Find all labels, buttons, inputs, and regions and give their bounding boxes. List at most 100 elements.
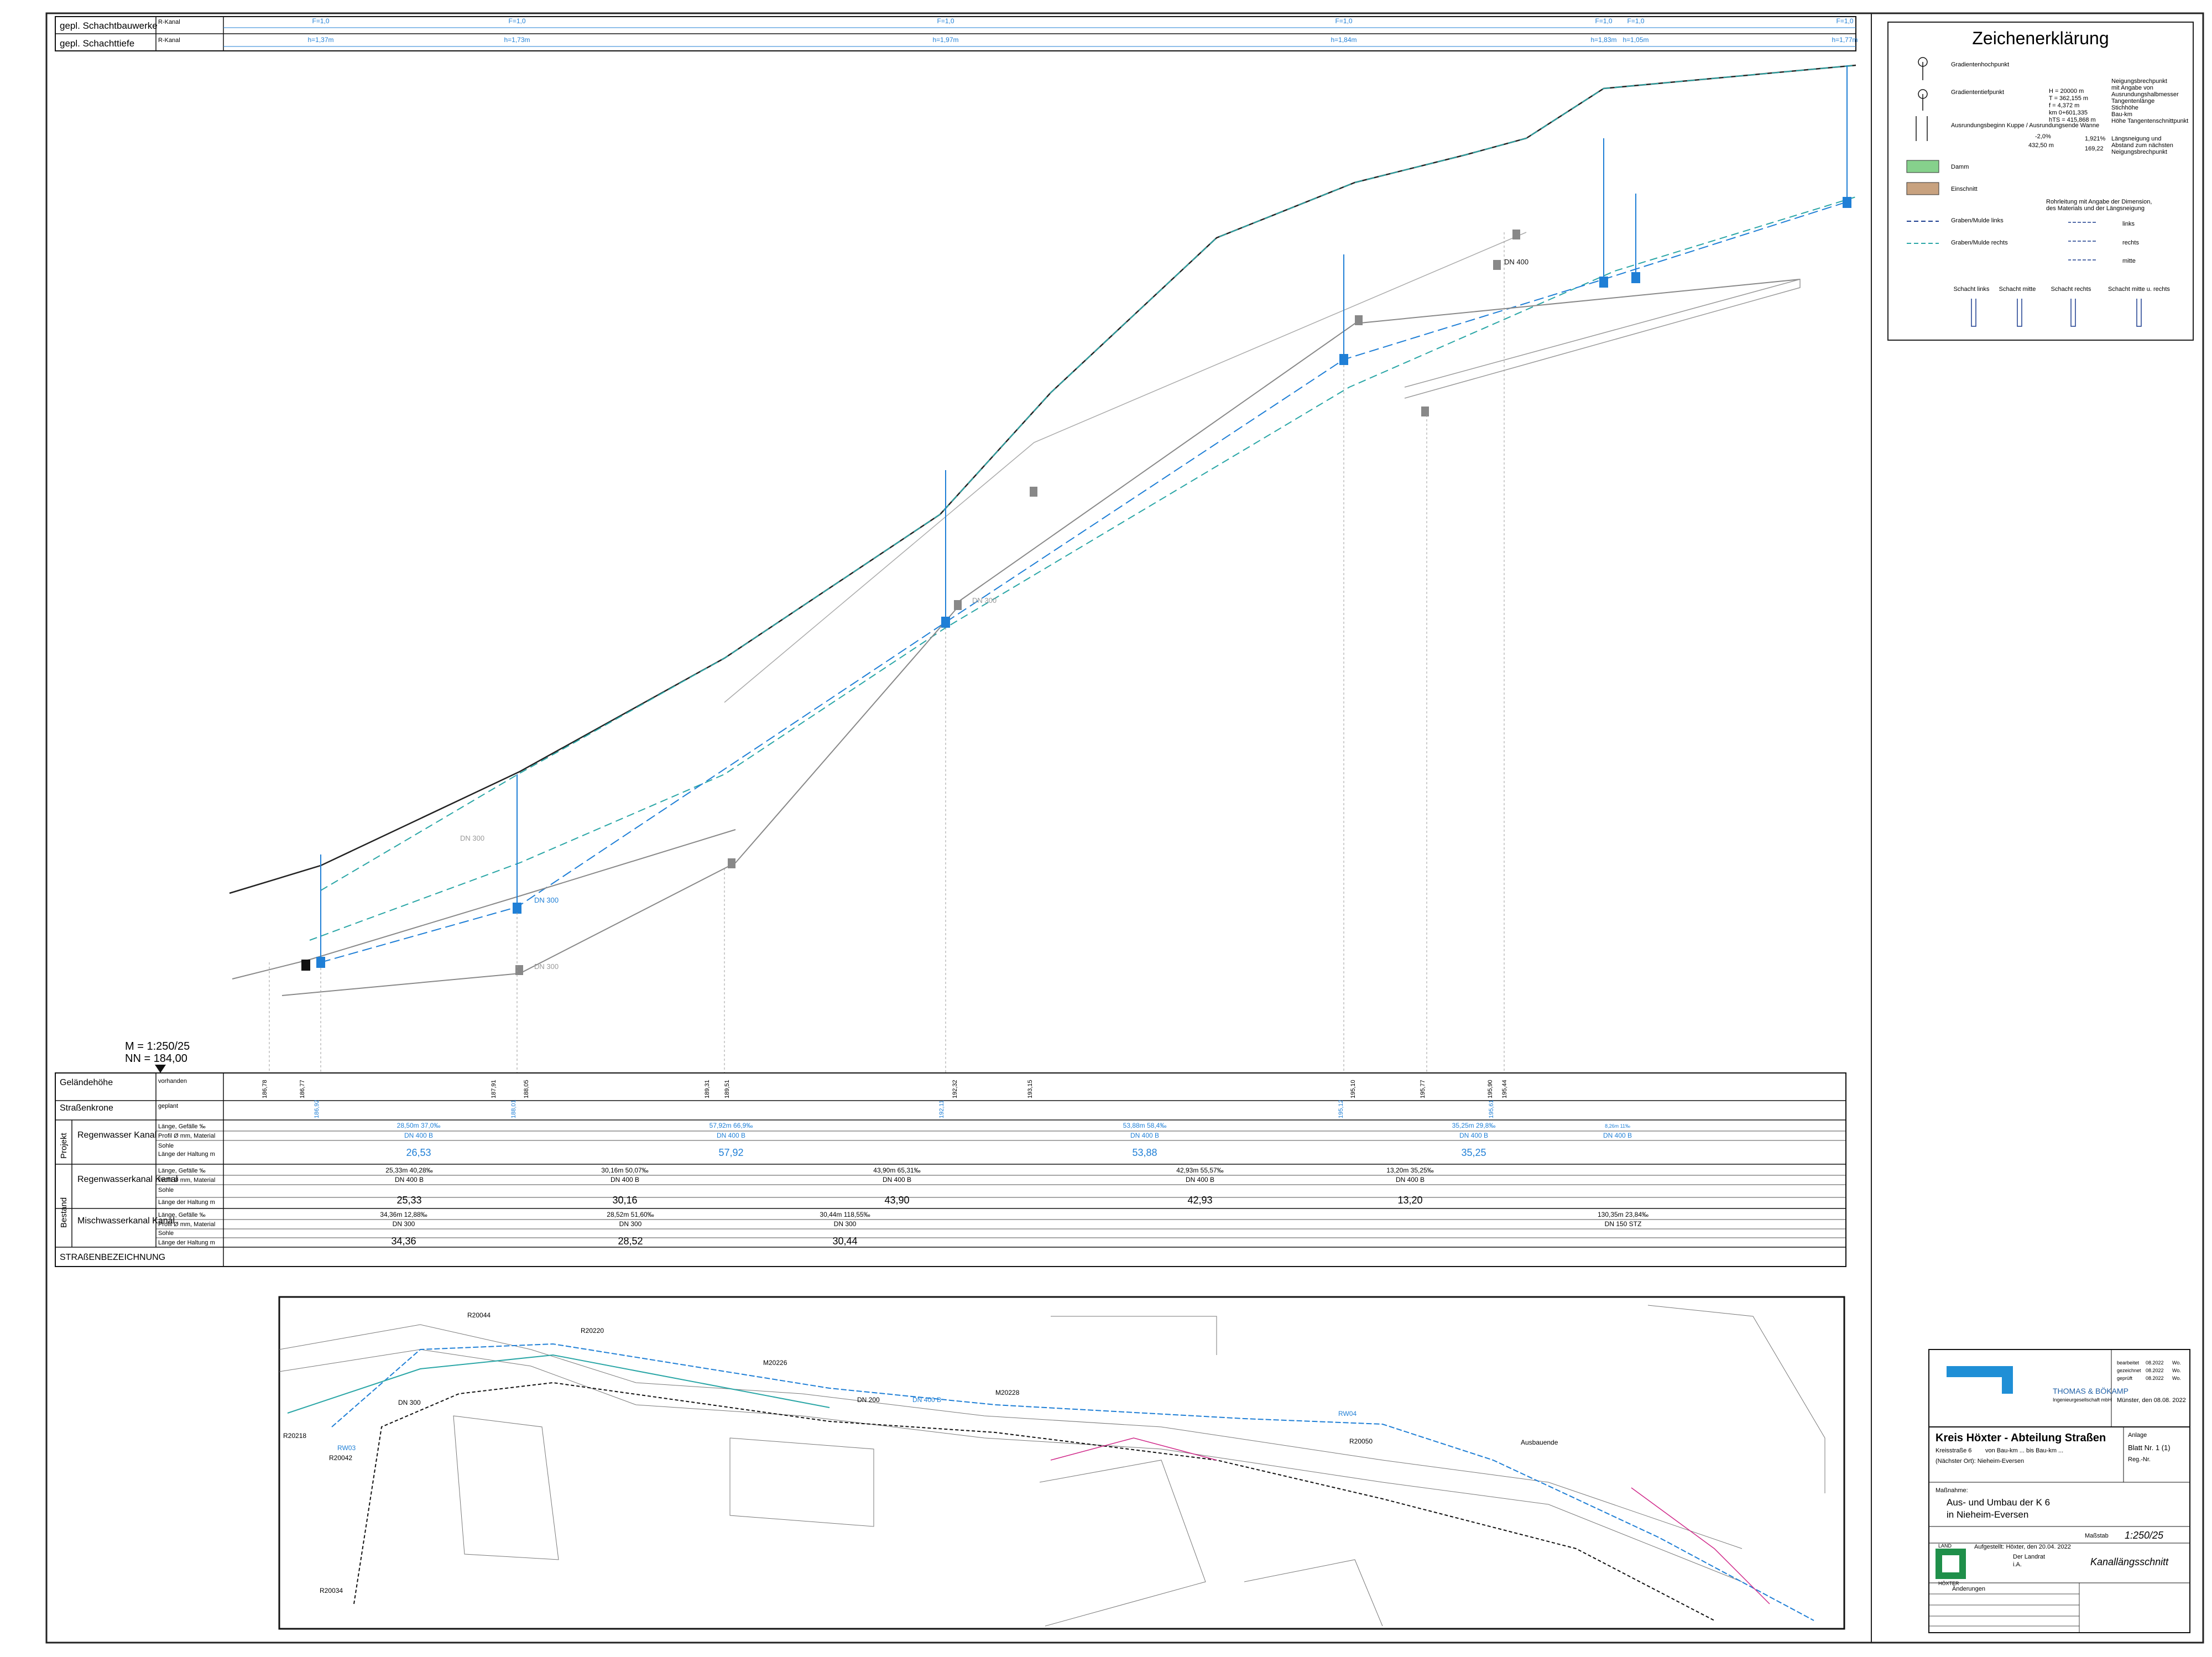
elevation-value: 195,10 <box>1350 1080 1357 1098</box>
longitudinal-table: Geländehöhe Straßenkrone Projekt Bestand… <box>55 1072 1846 1267</box>
sub-sohle: Sohle <box>158 1143 174 1149</box>
depth-value: h=1,05m <box>1623 36 1648 44</box>
legend-calc: hTS = 415,868 m <box>2049 117 2096 123</box>
legend-slope-val: 432,50 m <box>2028 142 2054 149</box>
shaft-header-table: gepl. Schachtbauwerke gepl. Schachttiefe… <box>55 16 1858 51</box>
elevation-value: 189,31 <box>704 1080 711 1098</box>
legend-item: Gradiententiefpunkt <box>1951 89 2004 96</box>
legend-right: Bau-km <box>2111 111 2132 118</box>
landrat: Der Landrat <box>2013 1554 2045 1560</box>
profile-section: DN 300 DN 300 DN 300 DN 300 DN 400 <box>229 64 1856 1073</box>
site-plan-map: R20044 R20220 M20226 M20228 R20218 R2004… <box>278 1296 1845 1630</box>
road-value: 195,12 <box>1338 1100 1344 1118</box>
depth-value: h=1,37m <box>307 36 333 44</box>
rw-haltung: 57,92 <box>718 1147 743 1158</box>
legend-pipe-side: mitte <box>2122 258 2136 264</box>
elevation-value: 195,77 <box>1420 1080 1426 1098</box>
date-label: geprüft <box>2117 1375 2133 1381</box>
sub-vorhanden: vorhanden <box>158 1078 187 1085</box>
legend-slope-val: 169,22 <box>2085 145 2104 152</box>
mk-laenge: 28,52m 51,60‰ <box>607 1211 654 1218</box>
rw-laenge: 8,26m 11‰ <box>1605 1123 1630 1129</box>
depth-value: h=1,83m <box>1590 36 1616 44</box>
mk-laenge: 34,36m 12,88‰ <box>380 1211 427 1218</box>
legend-shaft: Schacht mitte u. rechts <box>2108 286 2170 293</box>
elevation-value: 192,32 <box>952 1080 958 1098</box>
legend-pipe-title: des Materials und der Längsneigung <box>2046 205 2145 212</box>
rw-laenge: 35,25m 29,8‰ <box>1452 1122 1496 1129</box>
initials: Wo. <box>2172 1375 2181 1381</box>
row-strasse: Straßenkrone <box>60 1103 113 1113</box>
sub-geplant: geplant <box>158 1103 178 1109</box>
legend-item: Graben/Mulde links <box>1951 217 2004 224</box>
rw-profil: DN 400 B <box>1130 1132 1159 1139</box>
existing-pipe-4 <box>1404 279 1801 399</box>
map-label: DN 200 <box>857 1396 880 1404</box>
rw-haltung: 35,25 <box>1461 1147 1486 1158</box>
scale-text: M = 1:250/25 <box>125 1040 190 1052</box>
rw-laenge: 57,92m 66,9‰ <box>709 1122 753 1129</box>
map-label: M20226 <box>763 1359 787 1367</box>
rk-profil: DN 400 B <box>395 1176 424 1184</box>
initials: Wo. <box>2172 1360 2181 1366</box>
project-title: Aus- und Umbau der K 6 <box>1947 1497 2050 1508</box>
map-label: M20228 <box>995 1389 1020 1397</box>
date-label: bearbeitet <box>2117 1360 2140 1366</box>
signature-date: Münster, den 08.08. 2022 <box>2117 1397 2186 1404</box>
sub-profil: Profil Ø mm, Material <box>158 1221 215 1228</box>
map-label: R20044 <box>467 1311 491 1319</box>
shaft-value: F=1,0 <box>1595 17 1612 25</box>
legend-slope-val: 1,921% <box>2085 136 2106 142</box>
sub-haltung: Länge der Haltung m <box>158 1151 215 1158</box>
map-label: RW03 <box>337 1444 356 1452</box>
depth-value: h=1,97m <box>932 36 958 44</box>
legend-right: Höhe Tangentenschnittpunkt <box>2111 118 2188 124</box>
existing-pipe-5 <box>724 232 1527 703</box>
rk-laenge: 30,16m 50,07‰ <box>601 1166 648 1174</box>
road-value: 186,92 <box>314 1100 320 1118</box>
shaft-value: F=1,0 <box>1836 17 1853 25</box>
massnahme-label: Maßnahme: <box>1936 1487 1968 1494</box>
map-label: R20042 <box>329 1454 352 1462</box>
legend-calc: H = 20000 m <box>2049 88 2084 95</box>
firm-name: THOMAS & BÖKAMP <box>2053 1386 2128 1395</box>
header-sub-2: R-Kanal <box>158 37 180 44</box>
legend-item: Damm <box>1951 164 1969 170</box>
pipe-label: DN 300 <box>534 896 559 904</box>
row-strassenbez: STRAßENBEZEICHNUNG <box>60 1253 165 1262</box>
legend-calc: km 0+601,335 <box>2049 110 2088 116</box>
header-label-tiefe: gepl. Schachttiefe <box>60 38 134 49</box>
existing-pipe-2 <box>281 608 957 996</box>
plan-name: Kanallängsschnitt <box>2090 1556 2169 1567</box>
shaft-value: F=1,0 <box>1335 17 1352 25</box>
rk-laenge: 13,20m 35,25‰ <box>1386 1166 1433 1174</box>
rk-haltung: 13,20 <box>1397 1195 1422 1206</box>
date-value: 08.2022 <box>2146 1360 2164 1366</box>
massstab-label: Maßstab <box>2085 1533 2109 1539</box>
massstab-value: 1:250/25 <box>2125 1530 2164 1541</box>
existing-pipe-3 <box>956 279 1801 603</box>
elevation-value: 186,77 <box>299 1080 306 1098</box>
sub-profil: Profil Ø mm, Material <box>158 1133 215 1139</box>
rk-profil: DN 400 B <box>611 1176 639 1184</box>
legend-pipe-title: Rohrleitung mit Angabe der Dimension, <box>2046 199 2152 205</box>
mk-profil: DN 300 <box>619 1220 642 1228</box>
rk-laenge: 43,90m 65,31‰ <box>873 1166 920 1174</box>
sub-laenge: Länge, Gefälle ‰ <box>158 1212 206 1218</box>
legend-calc: f = 4,372 m <box>2049 102 2079 109</box>
project-title: in Nieheim-Eversen <box>1947 1509 2028 1520</box>
road-value: 192,11 <box>938 1100 945 1118</box>
sub-laenge: Länge, Gefälle ‰ <box>158 1168 206 1174</box>
legend-slope-val: -2,0% <box>2035 133 2051 140</box>
rk-profil: DN 400 B <box>1186 1176 1214 1184</box>
legend-title: Zeichenerklärung <box>1972 28 2109 48</box>
depth-value: h=1,84m <box>1331 36 1357 44</box>
legend-right: Ausrundungshalbmesser <box>2111 91 2179 98</box>
sub-sohle: Sohle <box>158 1230 174 1237</box>
rw-profil: DN 400 B <box>1603 1132 1632 1139</box>
date-value: 08.2022 <box>2146 1375 2164 1381</box>
elevation-value: 195,44 <box>1501 1080 1508 1098</box>
shaft-value: F=1,0 <box>937 17 954 25</box>
row-misch: Mischwasserkanal Kanal <box>77 1216 175 1226</box>
von-bis: von Bau-km ... bis Bau-km ... <box>1985 1447 2063 1454</box>
